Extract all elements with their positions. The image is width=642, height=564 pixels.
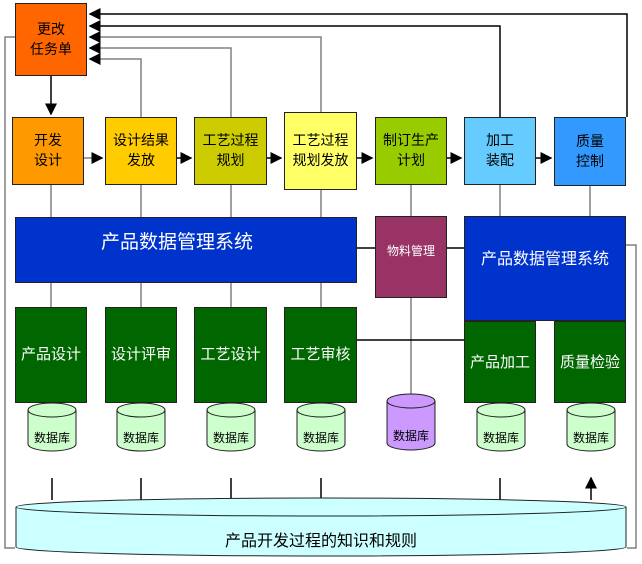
database-label: 数据库 bbox=[302, 431, 339, 445]
step-label: 工艺过程 规划 bbox=[202, 133, 259, 169]
step-process-planning: 工艺过程 规划 bbox=[194, 117, 267, 185]
database-label: 数据库 bbox=[392, 429, 429, 443]
database-label: 数据库 bbox=[212, 431, 249, 445]
database-icon bbox=[27, 402, 77, 452]
knowledge-base-icon bbox=[15, 497, 627, 557]
module-process-design: 工艺设计 bbox=[194, 307, 267, 403]
database-label: 数据库 bbox=[572, 431, 609, 445]
knowledge-base-cylinder: 产品开发过程的知识和规则 bbox=[15, 497, 627, 557]
database-cylinder: 数据库 bbox=[206, 402, 256, 452]
pdm-label: 产品数据管理系统 bbox=[480, 249, 609, 268]
change-order-box: 更改 任务单 bbox=[15, 3, 87, 76]
database-icon bbox=[566, 402, 616, 452]
pdm-label: 产品数据管理系统 bbox=[101, 231, 254, 253]
step-label: 工艺过程 规划发放 bbox=[292, 133, 349, 169]
module-label: 设计评审 bbox=[110, 345, 171, 363]
step-quality-control: 质量 控制 bbox=[554, 117, 626, 186]
step-design-release: 设计结果 发放 bbox=[105, 117, 177, 185]
database-cylinder: 数据库 bbox=[566, 402, 616, 452]
material-management: 物料管理 bbox=[375, 216, 447, 298]
material-label: 物料管理 bbox=[386, 244, 435, 258]
database-cylinder: 数据库 bbox=[476, 402, 526, 452]
database-label: 数据库 bbox=[482, 431, 519, 445]
step-label: 设计结果 发放 bbox=[113, 133, 169, 169]
pdm-right: 产品数据管理系统 bbox=[464, 216, 626, 321]
step-label: 加工 装配 bbox=[486, 133, 514, 169]
database-label: 数据库 bbox=[33, 431, 70, 445]
step-assembly: 加工 装配 bbox=[464, 117, 536, 185]
module-quality-inspection: 质量检验 bbox=[554, 321, 626, 403]
module-product-machining: 产品加工 bbox=[464, 321, 536, 403]
database-icon bbox=[476, 402, 526, 452]
step-label: 质量 控制 bbox=[576, 133, 604, 170]
database-cylinder: 数据库 bbox=[296, 402, 346, 452]
module-process-review: 工艺审核 bbox=[284, 307, 357, 403]
database-icon bbox=[116, 402, 166, 452]
database-cylinder-material: 数据库 bbox=[386, 393, 436, 451]
step-label: 制订生产 计划 bbox=[383, 133, 439, 169]
module-label: 工艺审核 bbox=[290, 345, 351, 363]
step-dev-design: 开发 设计 bbox=[12, 117, 84, 185]
change-order-label: 更改 任务单 bbox=[30, 21, 72, 58]
step-production-plan: 制订生产 计划 bbox=[375, 117, 447, 185]
database-icon bbox=[386, 393, 436, 451]
knowledge-base-label: 产品开发过程的知识和规则 bbox=[224, 531, 417, 550]
database-icon bbox=[296, 402, 346, 452]
database-label: 数据库 bbox=[122, 431, 159, 445]
database-cylinder: 数据库 bbox=[116, 402, 166, 452]
pdm-left: 产品数据管理系统 bbox=[15, 217, 357, 283]
database-icon bbox=[206, 402, 256, 452]
database-cylinder: 数据库 bbox=[27, 402, 77, 452]
module-product-design: 产品设计 bbox=[15, 307, 87, 403]
module-design-review: 设计评审 bbox=[105, 307, 177, 403]
step-planning-release: 工艺过程 规划发放 bbox=[284, 112, 357, 190]
module-label: 产品设计 bbox=[20, 345, 81, 363]
module-label: 产品加工 bbox=[469, 353, 530, 371]
module-label: 工艺设计 bbox=[200, 345, 261, 363]
step-label: 开发 设计 bbox=[34, 133, 62, 169]
module-label: 质量检验 bbox=[559, 353, 620, 371]
